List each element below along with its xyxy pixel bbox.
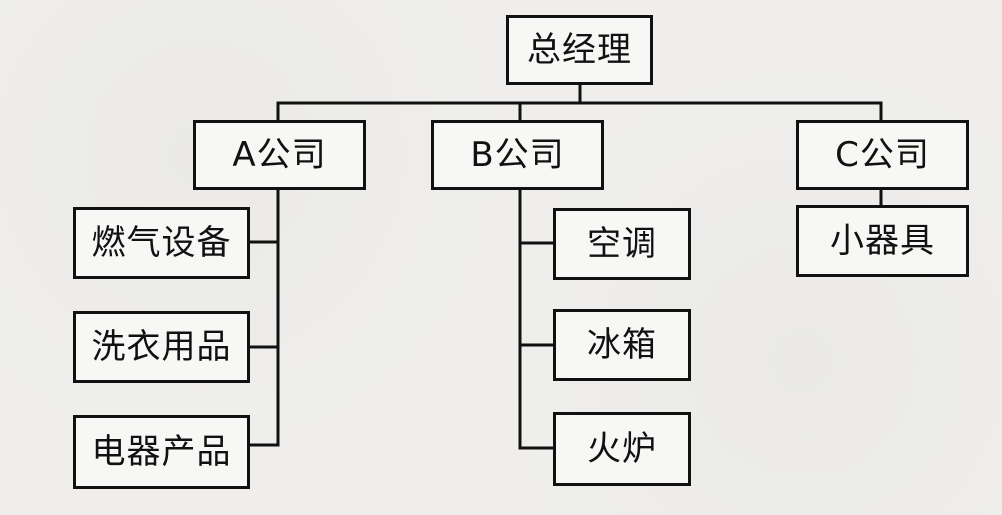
b-product-refrigerator-box: 冰箱 (553, 309, 691, 381)
company-a-box: A公司 (193, 120, 366, 190)
b-product-air-conditioner-label: 空调 (587, 224, 657, 264)
c-product-small-appliances-label: 小器具 (830, 221, 935, 261)
b-product-refrigerator-label: 冰箱 (587, 325, 657, 365)
a-product-laundry-supplies-box: 洗衣用品 (73, 311, 250, 383)
company-b-box: B公司 (431, 120, 604, 190)
b-product-stove-box: 火炉 (553, 412, 691, 486)
a-product-gas-equipment-label: 燃气设备 (91, 223, 232, 263)
company-b-label: B公司 (470, 135, 565, 175)
company-c-box: C公司 (796, 120, 969, 190)
b-product-air-conditioner-box: 空调 (553, 208, 691, 280)
company-a-label: A公司 (232, 135, 327, 175)
a-product-electrical-products-box: 电器产品 (73, 415, 250, 489)
company-c-label: C公司 (835, 135, 930, 175)
general-manager-box: 总经理 (506, 15, 653, 85)
general-manager-label: 总经理 (527, 30, 632, 70)
c-product-small-appliances-box: 小器具 (796, 205, 969, 277)
a-product-laundry-supplies-label: 洗衣用品 (91, 327, 232, 367)
b-product-stove-label: 火炉 (587, 429, 657, 469)
a-product-electrical-products-label: 电器产品 (91, 432, 232, 472)
a-product-gas-equipment-box: 燃气设备 (73, 207, 250, 279)
